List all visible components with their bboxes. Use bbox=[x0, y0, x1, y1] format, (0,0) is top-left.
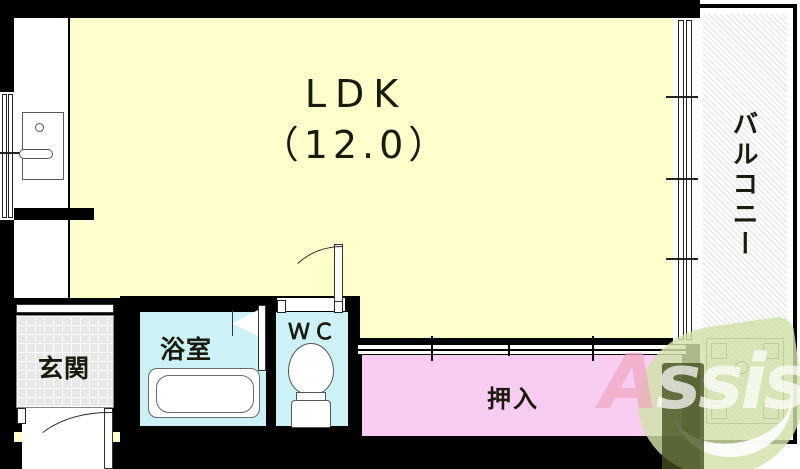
closet-slider-tick-3 bbox=[592, 336, 594, 361]
ldk-room-name: LDK bbox=[304, 72, 408, 116]
toilet-tank bbox=[291, 400, 331, 428]
bath-label: 浴室 bbox=[160, 335, 213, 364]
kitchen-faucet-icon bbox=[19, 149, 53, 159]
ac-corner-tr bbox=[763, 343, 779, 359]
balcony-door-mullion-1 bbox=[666, 96, 698, 98]
bath-folding-door-outline bbox=[232, 310, 258, 336]
bathtub bbox=[148, 368, 260, 418]
genkan-floor bbox=[16, 315, 114, 408]
ac-corner-tl bbox=[711, 343, 727, 359]
kitchen-window-mullion bbox=[0, 152, 22, 154]
kitchen-knob-icon bbox=[35, 123, 44, 132]
balcony-door-pane-inner[interactable] bbox=[678, 20, 684, 340]
kitchen-alcove-divider bbox=[68, 18, 70, 306]
kitchen-lower-divider bbox=[68, 220, 70, 306]
ac-vent-icon bbox=[735, 361, 748, 374]
balcony-door-mullion-2 bbox=[666, 178, 698, 180]
balcony-door-pane-outer[interactable] bbox=[686, 20, 692, 340]
kitchen-counter-wall bbox=[14, 208, 94, 220]
closet-track-mid bbox=[358, 349, 686, 351]
ldk-area-value: （12.0） bbox=[260, 123, 452, 167]
bathtub-basin bbox=[156, 375, 254, 413]
ac-corner-br bbox=[763, 403, 779, 419]
closet-track-top bbox=[358, 343, 686, 345]
genkan-step-sill bbox=[16, 304, 114, 313]
ac-corner-bl bbox=[711, 403, 727, 419]
kitchen-window-pane-outer bbox=[2, 94, 7, 218]
kitchen-sink-unit bbox=[19, 112, 64, 180]
closet-track-bottom bbox=[358, 353, 686, 356]
closet-slider-tick-2 bbox=[508, 341, 510, 356]
closet-label: 押入 bbox=[487, 385, 539, 413]
closet-track-channel bbox=[358, 345, 686, 349]
ac-outdoor-unit bbox=[706, 338, 784, 424]
kitchen-lower-white bbox=[14, 220, 68, 306]
entrance-door-jamb-left bbox=[17, 408, 26, 424]
closet-track-channel2 bbox=[358, 350, 686, 354]
genkan-label: 玄関 bbox=[38, 354, 91, 383]
kitchen-window-pane-inner bbox=[8, 94, 13, 218]
balcony-label: バルコニー bbox=[728, 110, 758, 260]
bath-door-leaf[interactable] bbox=[258, 305, 266, 371]
balcony-door-mullion-3 bbox=[666, 258, 698, 260]
closet-slider-tick-1 bbox=[431, 336, 433, 361]
